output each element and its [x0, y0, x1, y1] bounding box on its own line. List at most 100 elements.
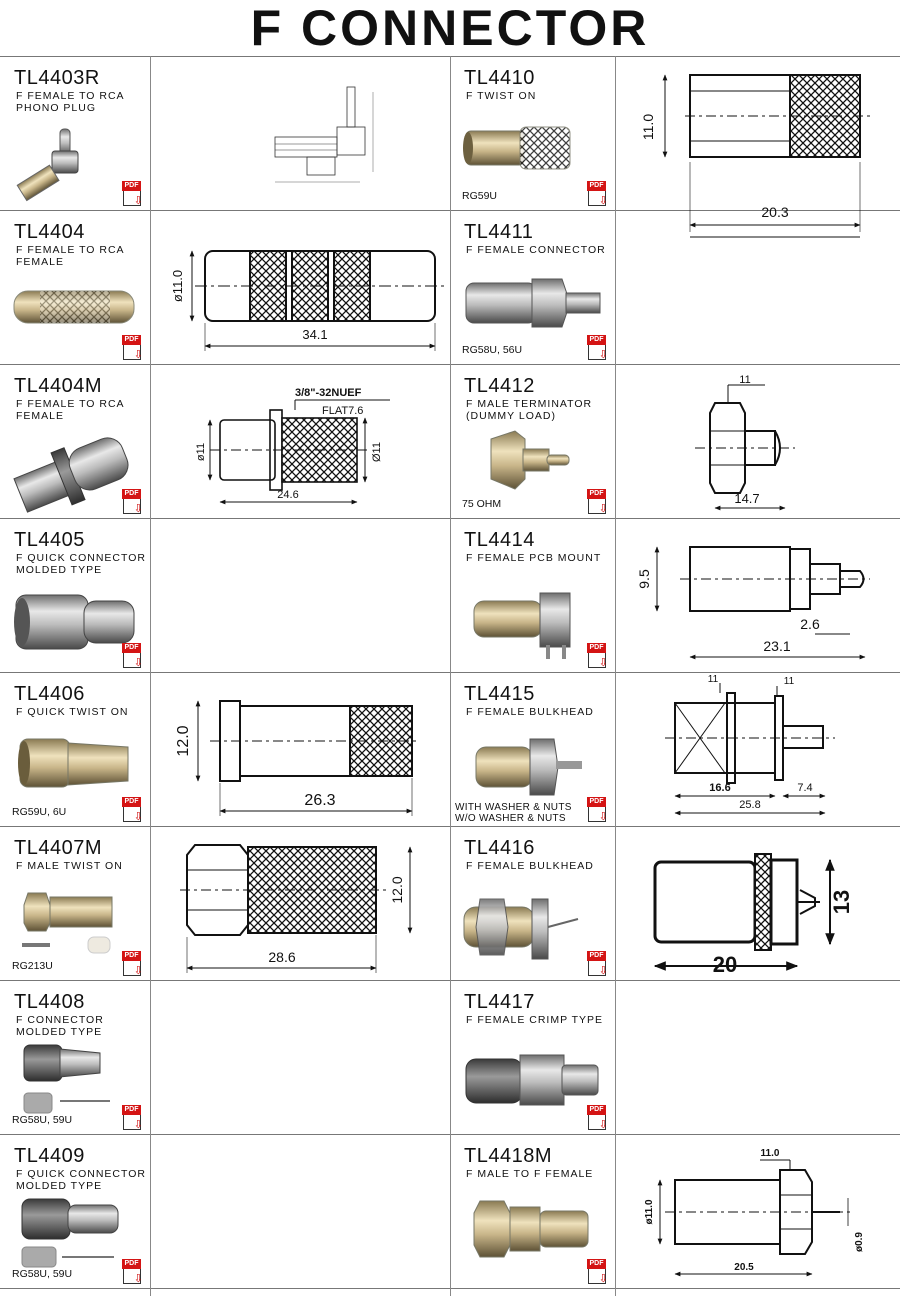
- product-cell-tl4414: TL4414 F FEMALE PCB MOUNT PDF⇩: [450, 519, 615, 672]
- product-photo: [475, 738, 582, 796]
- dimension-label: 20: [713, 952, 737, 977]
- column-divider: [615, 56, 616, 1296]
- product-description: F FEMALE CRIMP TYPE: [466, 1014, 604, 1026]
- product-description: F FEMALE PCB MOUNT: [466, 552, 602, 564]
- pdf-download-icon[interactable]: PDF⇩: [587, 951, 609, 977]
- product-code: TL4404M: [14, 375, 102, 397]
- product-cell-tl4407m: TL4407M F MALE TWIST ON RG213U PDF⇩: [0, 827, 150, 980]
- product-code: TL4405: [14, 529, 85, 551]
- product-code: TL4415: [464, 683, 535, 705]
- product-description: F MALE TO F FEMALE: [466, 1168, 594, 1180]
- table-row: TL4406 F QUICK TWIST ON RG59U, 6U PDF⇩ 1…: [0, 673, 900, 827]
- dimension-label: 20.5: [734, 1262, 754, 1273]
- product-description: F FEMALE TO RCA FEMALE: [16, 398, 124, 422]
- dimension-label: 13: [829, 890, 854, 914]
- product-cell-tl4404m: TL4404M F FEMALE TO RCA FEMALE PDF⇩: [0, 365, 150, 518]
- product-photo: [14, 594, 135, 650]
- dimension-label: 12.0: [389, 876, 405, 903]
- pdf-download-icon[interactable]: PDF⇩: [587, 1105, 609, 1131]
- technical-drawing: 11 14.7: [695, 374, 795, 511]
- drawing-tl4403r: [150, 57, 450, 210]
- pdf-download-icon[interactable]: PDF⇩: [122, 489, 144, 515]
- product-code: TL4406: [14, 683, 85, 705]
- technical-drawing: 11 11 16.6 25.8 7.4: [665, 674, 835, 816]
- pdf-download-icon[interactable]: PDF⇩: [587, 335, 609, 361]
- drawing-tl4414: 9.5 2.6 23.1: [615, 519, 900, 672]
- technical-drawing: 12.0 26.3: [175, 700, 420, 816]
- product-code: TL4408: [14, 991, 85, 1013]
- product-description: F CONNECTOR MOLDED TYPE: [16, 1014, 104, 1038]
- product-photo: [16, 128, 79, 202]
- product-cell-tl4405: TL4405 F QUICK CONNECTOR MOLDED TYPE PDF…: [0, 519, 150, 672]
- product-description: F MALE TERMINATOR (DUMMY LOAD): [466, 398, 593, 422]
- pdf-download-icon[interactable]: PDF⇩: [587, 1259, 609, 1285]
- product-photo: [473, 592, 571, 659]
- product-photo: [18, 738, 129, 788]
- pdf-download-icon[interactable]: PDF⇩: [587, 489, 609, 515]
- product-cell-tl4415: TL4415 F FEMALE BULKHEAD WITH WASHER & N…: [450, 673, 615, 826]
- drawing-tl4404: ø11.0 34.1: [150, 211, 450, 364]
- product-cell-tl4417: TL4417 F FEMALE CRIMP TYPE PDF⇩: [450, 981, 615, 1134]
- pdf-download-icon[interactable]: PDF⇩: [587, 181, 609, 207]
- dimension-label: 34.1: [302, 327, 327, 342]
- dimension-label: Ø11: [371, 442, 383, 462]
- product-photo: [13, 437, 129, 513]
- dimension-label: 28.6: [268, 949, 295, 965]
- product-photo: [23, 1044, 110, 1114]
- product-code: TL4418M: [464, 1145, 552, 1167]
- dimension-label: ø11: [195, 443, 207, 461]
- dimension-label: 20.3: [761, 204, 788, 220]
- drawing-tl4412: 11 14.7: [615, 365, 900, 518]
- column-divider: [150, 56, 151, 1296]
- product-code: TL4407M: [14, 837, 102, 859]
- technical-drawing: 11.0 ø11.0 ø0.9 20.5: [644, 1148, 865, 1277]
- table-row: TL4409 F QUICK CONNECTOR MOLDED TYPE RG5…: [0, 1135, 900, 1289]
- product-photo: [465, 1054, 599, 1106]
- pdf-download-icon[interactable]: PDF⇩: [587, 797, 609, 823]
- dimension-label: FLAT7.6: [322, 405, 363, 417]
- cable-type: RG59U, 6U: [12, 806, 67, 818]
- pdf-download-icon[interactable]: PDF⇩: [587, 643, 609, 669]
- pdf-download-icon[interactable]: PDF⇩: [122, 335, 144, 361]
- dimension-label: 11.0: [640, 114, 656, 140]
- product-description: F TWIST ON: [466, 90, 537, 102]
- product-description: F FEMALE TO RCA PHONO PLUG: [16, 90, 124, 114]
- product-code: TL4403R: [14, 67, 100, 89]
- dimension-label: 23.1: [763, 638, 790, 654]
- pdf-download-icon[interactable]: PDF⇩: [122, 1105, 144, 1131]
- product-description: F MALE TWIST ON: [16, 860, 123, 872]
- product-photo: [473, 1200, 589, 1258]
- pdf-download-icon[interactable]: PDF⇩: [122, 1259, 144, 1285]
- drawing-tl4415: 11 11 16.6 25.8 7.4: [615, 673, 900, 826]
- product-photo: [490, 430, 570, 490]
- technical-drawing: 11.0 20.3: [640, 74, 870, 238]
- pdf-download-icon[interactable]: PDF⇩: [122, 643, 144, 669]
- pdf-download-icon[interactable]: PDF⇩: [122, 951, 144, 977]
- dimension-label: 11: [784, 676, 795, 687]
- dimension-label: 25.8: [739, 799, 760, 811]
- product-description: F QUICK CONNECTOR MOLDED TYPE: [16, 1168, 146, 1192]
- product-photo: [463, 126, 571, 170]
- product-description: F FEMALE CONNECTOR: [466, 244, 606, 256]
- dimension-label: 16.6: [709, 782, 730, 794]
- cable-type: RG58U, 59U: [12, 1114, 73, 1126]
- product-cell-tl4418m: TL4418M F MALE TO F FEMALE PDF⇩: [450, 1135, 615, 1288]
- product-cell-tl4406: TL4406 F QUICK TWIST ON RG59U, 6U PDF⇩: [0, 673, 150, 826]
- product-code: TL4410: [464, 67, 535, 89]
- table-row: TL4404 F FEMALE TO RCA FEMALE PDF⇩ ø11.0…: [0, 211, 900, 365]
- pdf-download-icon[interactable]: PDF⇩: [122, 797, 144, 823]
- product-description: F QUICK CONNECTOR MOLDED TYPE: [16, 552, 146, 576]
- dimension-label: 11: [739, 374, 750, 386]
- product-code: TL4416: [464, 837, 535, 859]
- drawing-tl4410: 11.0 20.3: [615, 57, 900, 238]
- dimension-label: 12.0: [175, 725, 192, 756]
- table-row: TL4404M F FEMALE TO RCA FEMALE PDF⇩: [0, 365, 900, 519]
- product-description: F QUICK TWIST ON: [16, 706, 129, 718]
- pdf-download-icon[interactable]: PDF⇩: [122, 181, 144, 207]
- dimension-label: 11: [708, 674, 719, 685]
- product-description: F FEMALE TO RCA FEMALE: [16, 244, 124, 268]
- drawing-tl4406: 12.0 26.3: [150, 673, 450, 826]
- dimension-label: 26.3: [304, 792, 335, 809]
- dimension-label: 9.5: [636, 569, 652, 589]
- dimension-label: 14.7: [734, 491, 759, 506]
